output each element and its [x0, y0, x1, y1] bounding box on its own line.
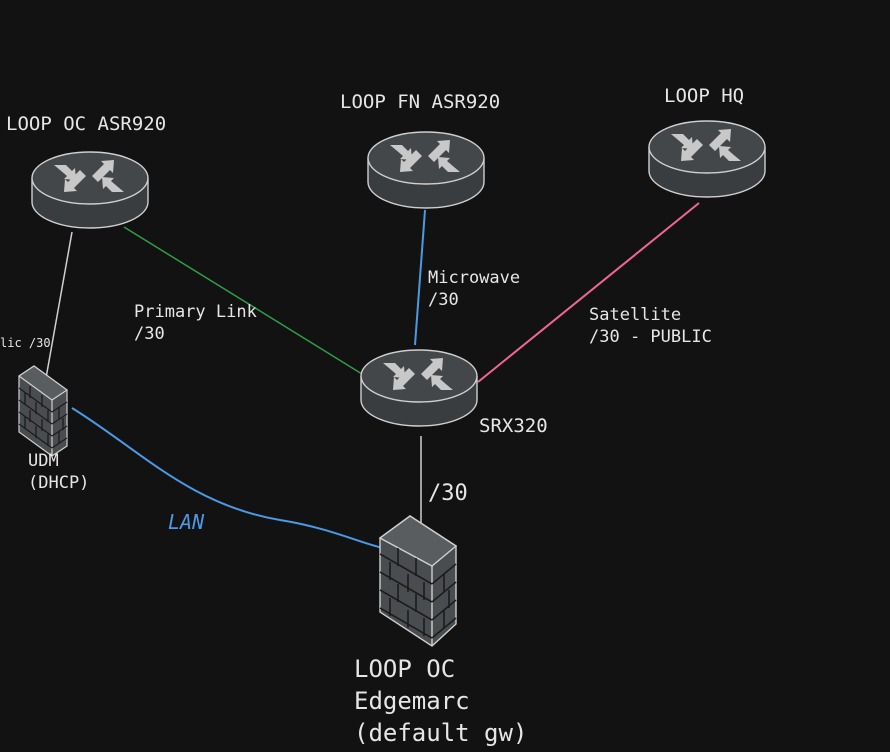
router-icon-loop-hq: [648, 120, 766, 198]
label-primary-link: Primary Link /30: [134, 302, 257, 344]
link-microwave: [414, 209, 426, 346]
label-loop-fn-asr920: LOOP FN ASR920: [340, 91, 501, 113]
label-srx-edgemarc-subnet: /30: [428, 481, 468, 506]
router-icon-loop-fn-asr920: [367, 131, 485, 209]
label-edgemarc: LOOP OC Edgemarc (default gw): [354, 655, 528, 747]
router-icon-loop-oc-asr920: [31, 151, 149, 229]
link-satellite: [477, 202, 700, 383]
label-microwave: Microwave /30: [428, 268, 521, 310]
label-loop-oc-asr920: LOOP OC ASR920: [6, 113, 167, 135]
label-udm-uplink-subnet: lic /30: [0, 336, 51, 350]
link-oc-udm: [45, 231, 73, 379]
link-lan: [71, 407, 384, 549]
label-srx320: SRX320: [479, 415, 548, 437]
link-primary: [123, 226, 363, 375]
firewall-icon-udm: [17, 365, 69, 457]
label-satellite: Satellite /30 - PUBLIC: [589, 305, 712, 347]
router-icon-srx320: [360, 349, 478, 427]
label-lan: LAN: [168, 510, 205, 534]
label-udm: UDM (DHCP): [28, 451, 90, 493]
label-loop-hq: LOOP HQ: [664, 85, 745, 107]
firewall-icon-edgemarc: [378, 515, 458, 647]
